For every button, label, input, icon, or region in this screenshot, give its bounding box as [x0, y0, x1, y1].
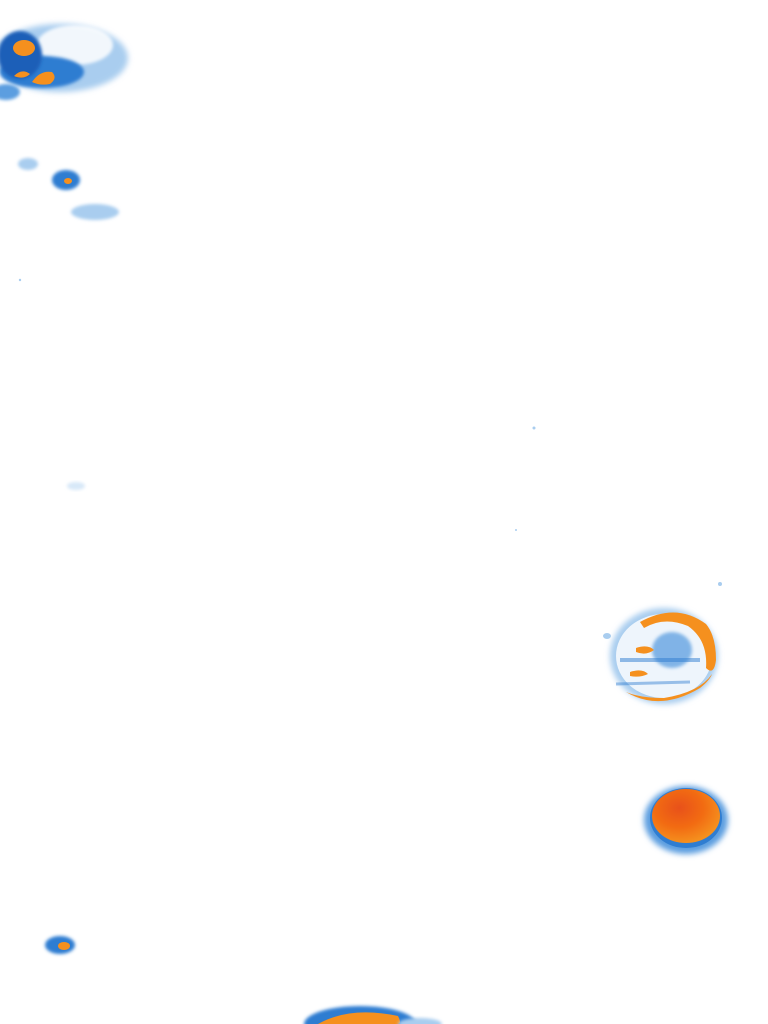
- small-spot-bottom-left: [45, 936, 75, 954]
- ring-feature: [603, 608, 718, 704]
- top-left-cluster: [0, 24, 128, 100]
- small-spot-left: [18, 158, 80, 190]
- faint-specks: [18, 278, 722, 586]
- faint-streak-left: [67, 204, 119, 490]
- bottom-edge-feature: [304, 1006, 442, 1024]
- solid-hot-disc: [644, 786, 728, 854]
